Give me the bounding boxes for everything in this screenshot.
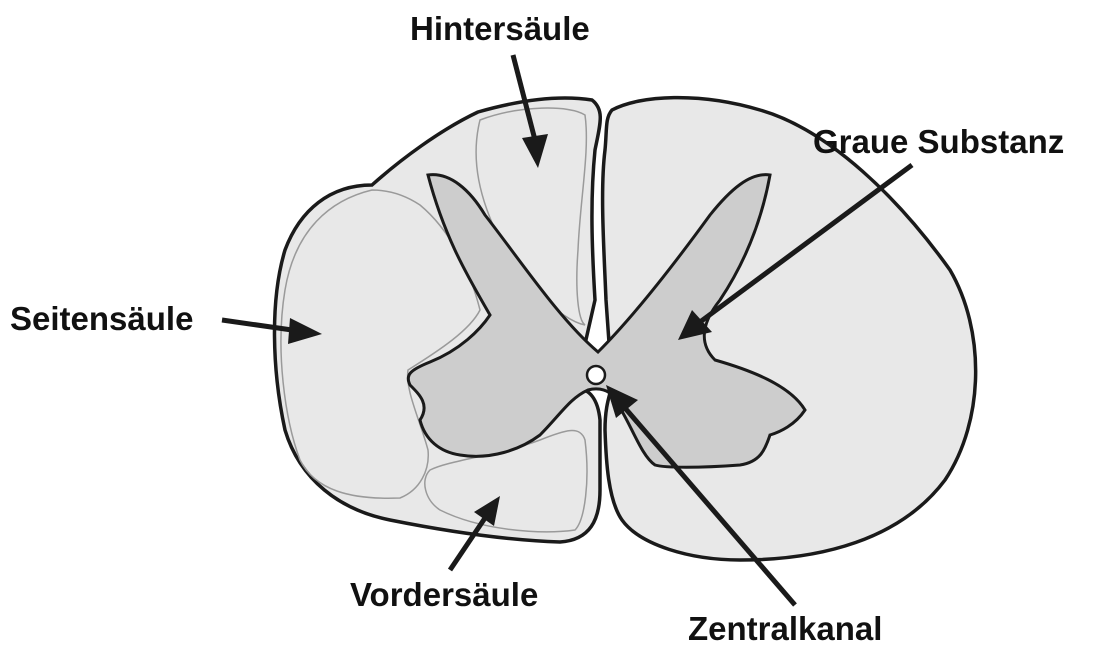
label-seitensaeule: Seitensäule — [10, 302, 193, 335]
central-canal — [587, 366, 605, 384]
label-hintersaeule: Hintersäule — [410, 12, 590, 45]
label-vordersaeule: Vordersäule — [350, 578, 538, 611]
label-graue-substanz: Graue Substanz — [813, 125, 1064, 158]
label-zentralkanal: Zentralkanal — [688, 612, 882, 645]
